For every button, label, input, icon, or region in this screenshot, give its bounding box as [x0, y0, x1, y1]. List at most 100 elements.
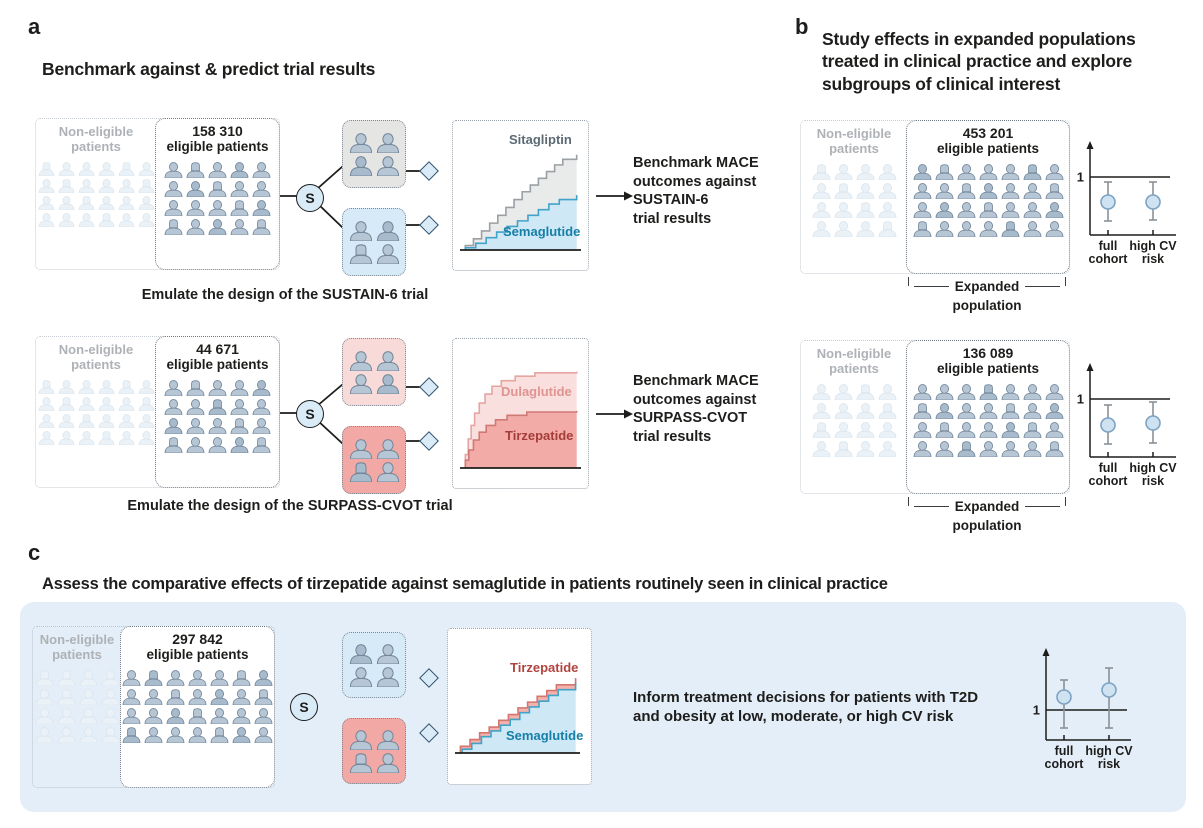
eligible-count: 297 842 — [172, 631, 223, 647]
person-icon — [58, 379, 74, 394]
person-icon — [122, 670, 141, 686]
person-icon — [979, 422, 997, 438]
svg-text:1: 1 — [1077, 392, 1084, 407]
svg-text:1: 1 — [1033, 703, 1040, 718]
person-icon — [376, 350, 399, 371]
person-icon — [188, 689, 207, 705]
person-icon — [254, 670, 273, 686]
eligible-icons — [164, 380, 271, 453]
person-icon — [208, 380, 227, 396]
outcome-text-surpass: Benchmark MACE outcomes against SURPASS-… — [633, 373, 759, 445]
person-icon — [812, 422, 830, 438]
person-icon — [1045, 422, 1063, 438]
non-eligible-section: Non-eligible patients — [33, 627, 121, 787]
person-icon — [186, 399, 205, 415]
person-icon — [1045, 403, 1063, 419]
person-icon — [252, 162, 271, 178]
person-icon — [349, 373, 372, 394]
person-icon — [812, 164, 830, 180]
eligible-icons — [122, 670, 273, 743]
person-icon — [208, 200, 227, 216]
person-icon — [118, 380, 134, 394]
bracket-corner-icon — [1060, 497, 1067, 506]
person-icon — [188, 727, 207, 743]
person-icon — [935, 441, 953, 457]
person-icon — [1045, 221, 1063, 237]
person-icon — [979, 202, 997, 218]
eligible-box: 158 310 eligible patients — [155, 118, 280, 270]
person-icon — [349, 666, 372, 687]
non-eligible-label: Non-eligible patients — [58, 124, 134, 154]
person-icon — [38, 195, 54, 210]
expanded-population-bracket: Expanded population — [908, 277, 1067, 313]
person-icon — [1023, 164, 1041, 180]
person-icon — [957, 202, 975, 218]
person-icon — [98, 413, 114, 428]
person-icon — [208, 219, 227, 235]
bracket-line — [1025, 497, 1061, 507]
person-icon — [834, 202, 852, 218]
person-icon — [1045, 183, 1063, 199]
person-icon — [856, 221, 874, 237]
person-icon — [208, 181, 227, 197]
person-icon — [913, 183, 931, 199]
person-icon — [812, 221, 830, 237]
person-icon — [935, 422, 953, 438]
bracket-label: Expanded — [954, 499, 1020, 514]
person-icon — [78, 178, 94, 193]
curve-label-dulaglutide: Dulaglutide — [501, 384, 572, 399]
selection-node: S — [290, 693, 318, 721]
person-icon — [118, 178, 134, 193]
arrow-icon — [624, 409, 633, 419]
person-icon — [349, 350, 372, 371]
person-icon — [98, 379, 114, 394]
group-icons — [349, 220, 400, 264]
person-icon — [79, 689, 97, 705]
person-icon — [35, 708, 53, 724]
person-icon — [210, 727, 229, 743]
person-icon — [376, 243, 399, 264]
eligible-icons — [913, 384, 1064, 457]
non-eligible-label: Non-eligible patients — [58, 342, 134, 372]
person-icon — [118, 195, 134, 210]
person-icon — [38, 162, 54, 176]
bracket-corner-icon — [908, 277, 914, 286]
km-curves — [455, 678, 580, 754]
person-icon — [35, 670, 53, 686]
panel-c-label: c — [28, 540, 41, 565]
person-icon — [144, 670, 163, 686]
person-icon — [122, 689, 141, 705]
patient-block-sustain6: Non-eligible patients 158 310 eligible p… — [35, 118, 280, 270]
km-curves — [460, 154, 581, 251]
person-icon — [188, 708, 207, 724]
person-icon — [210, 708, 229, 724]
person-icon — [57, 689, 75, 705]
person-icon — [252, 418, 271, 434]
person-icon — [164, 418, 183, 434]
person-icon — [834, 403, 852, 419]
person-icon — [164, 162, 183, 178]
person-icon — [186, 181, 205, 197]
person-icon — [230, 219, 249, 235]
person-icon — [144, 727, 163, 743]
km-chart-sustain6: Sitagliptin Semaglutide — [452, 120, 589, 271]
bracket-line — [1025, 277, 1061, 287]
curve-label-sitagliptin: Sitagliptin — [509, 132, 572, 147]
person-icon — [78, 396, 94, 411]
person-icon — [834, 441, 852, 457]
person-icon — [812, 202, 830, 218]
person-icon — [254, 727, 273, 743]
person-icon — [118, 162, 134, 176]
bracket-label-2: population — [952, 517, 1022, 533]
person-icon — [232, 708, 251, 724]
comparator-group-sitagliptin — [342, 120, 406, 188]
treatment-group-semaglutide — [342, 208, 406, 276]
person-icon — [935, 221, 953, 237]
group-icons — [349, 438, 400, 482]
outcome-text-head2head: Inform treatment decisions for patients … — [633, 689, 979, 726]
person-icon — [57, 670, 75, 686]
